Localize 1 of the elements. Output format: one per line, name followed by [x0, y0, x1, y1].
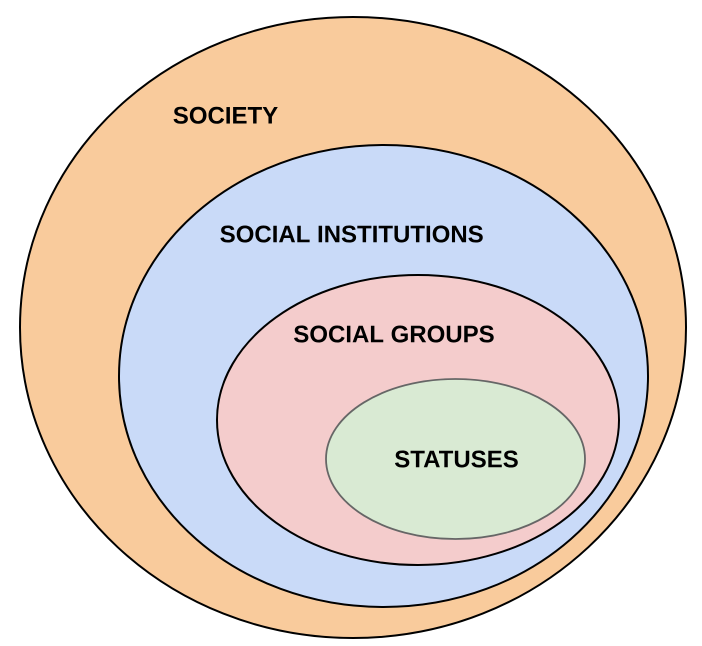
ellipse-region: STATUSES — [325, 378, 586, 540]
